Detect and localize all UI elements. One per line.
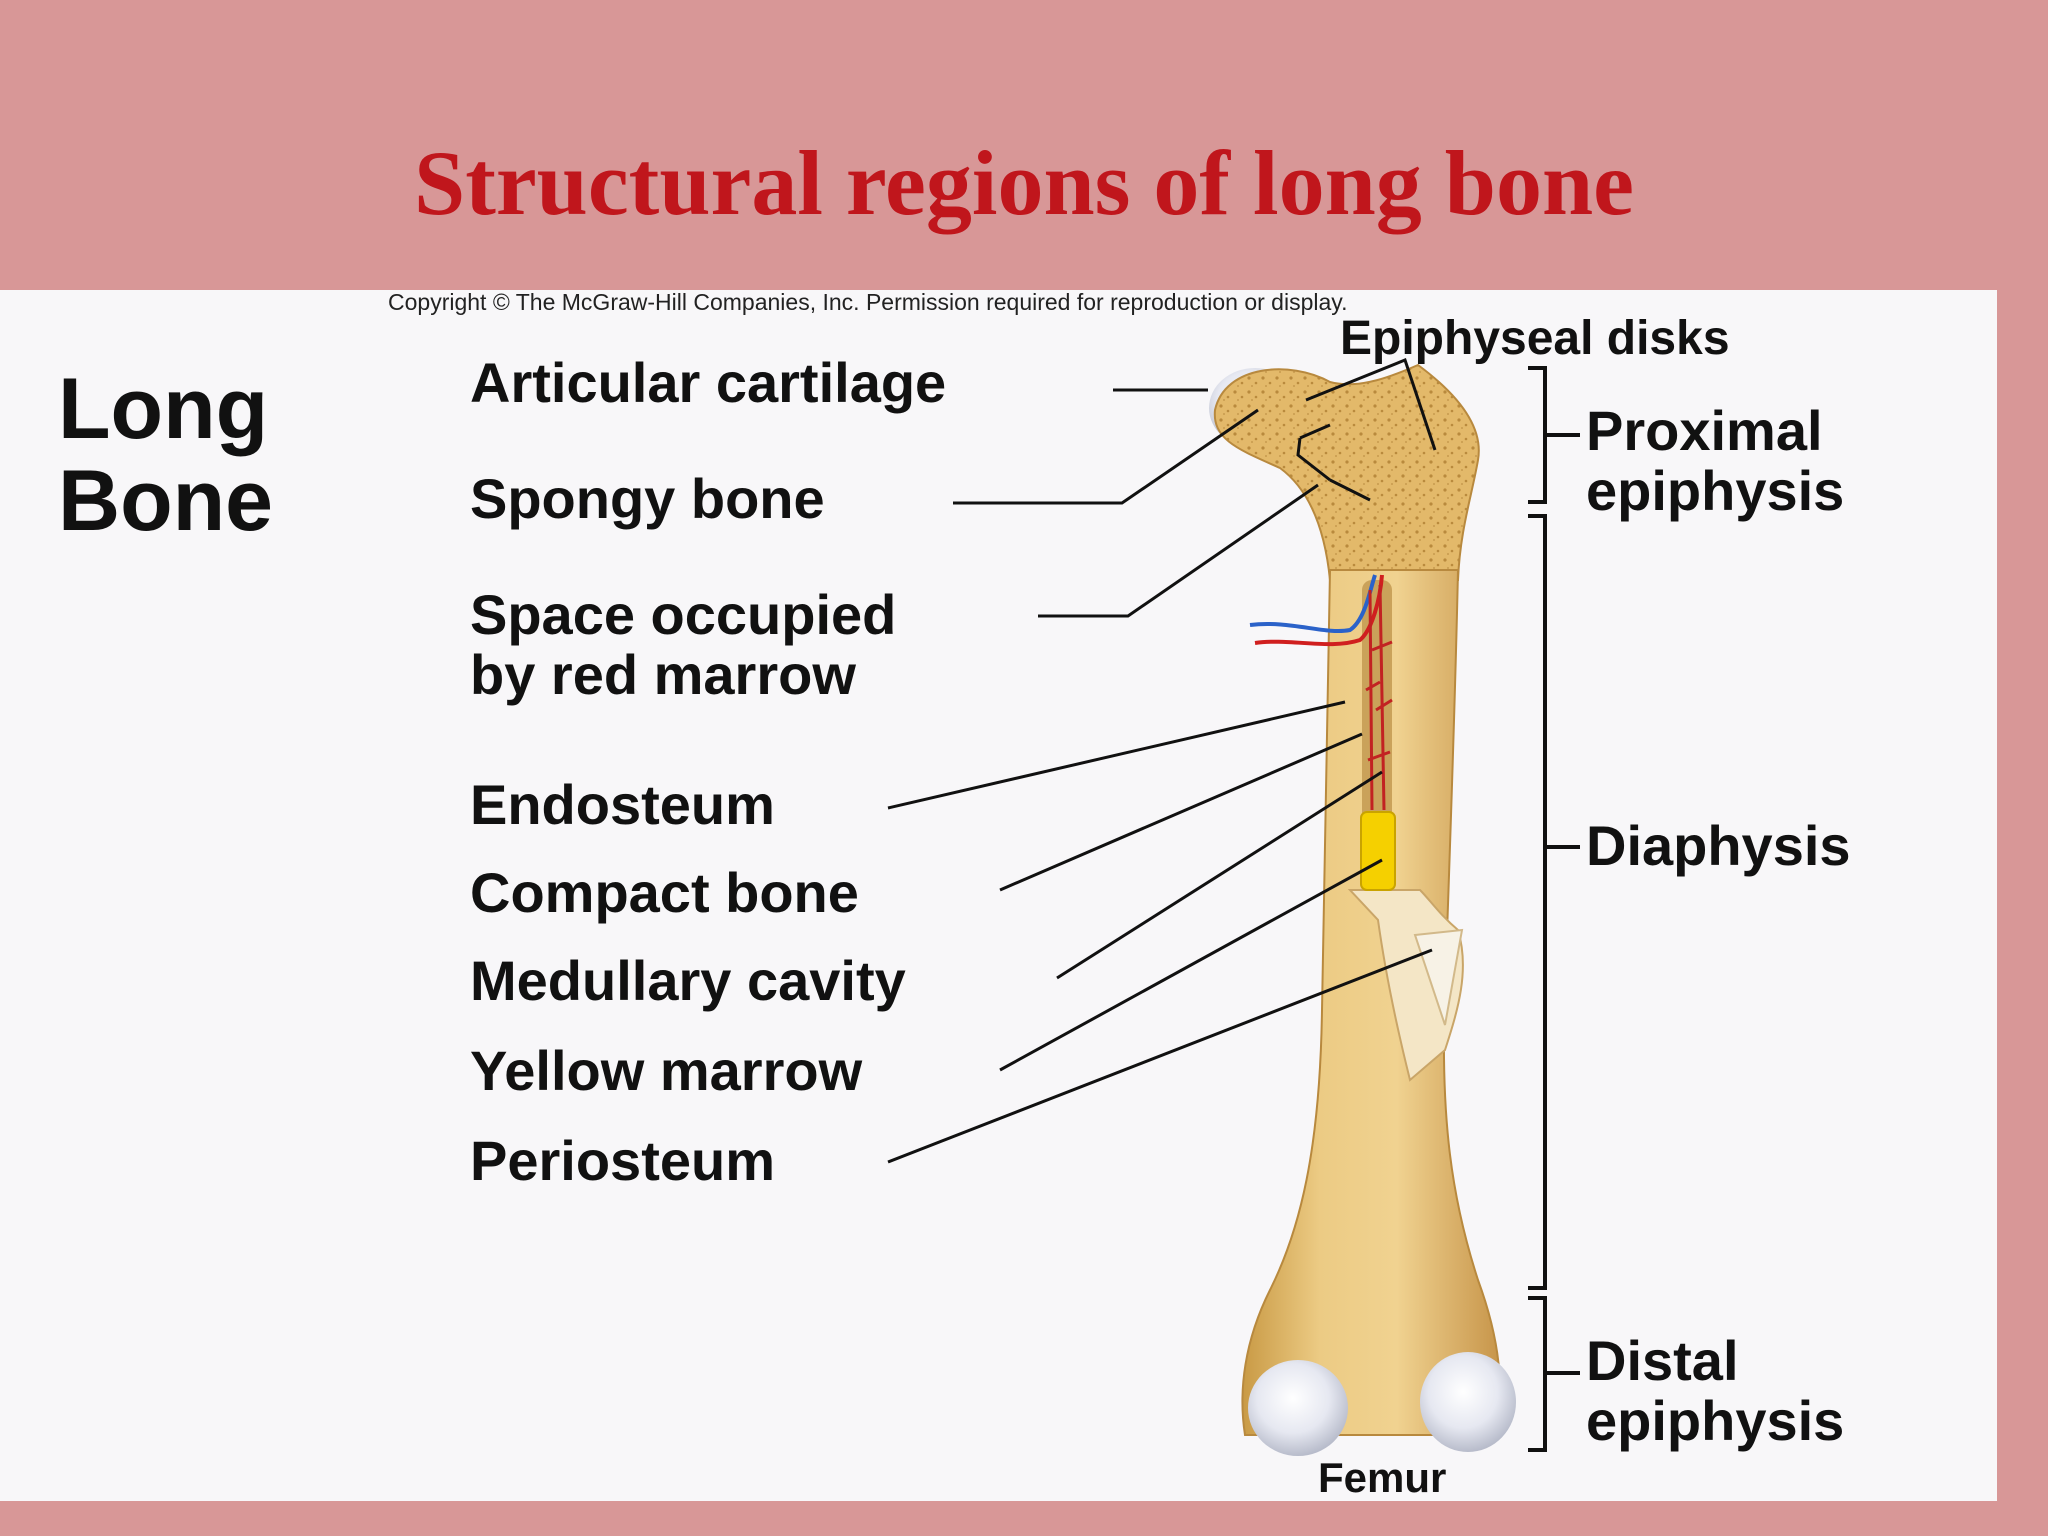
label-yellow-marrow: Yellow marrow — [470, 1039, 863, 1102]
leader-periosteum — [887, 948, 1433, 1164]
label-periosteum: Periosteum — [470, 1129, 775, 1192]
artery-shape — [1254, 574, 1384, 647]
bracket-diaphysis — [1528, 514, 1547, 1290]
region-distal-line1: Distal — [1586, 1329, 1739, 1392]
leader-epiphyseal-disks — [1305, 358, 1437, 451]
label-red-marrow-line2: by red marrow — [470, 643, 856, 706]
long-bone-diagram: Copyright © The McGraw-Hill Companies, I… — [58, 290, 1851, 1501]
region-diaphysis: Diaphysis — [1586, 814, 1851, 877]
leader-red-marrow — [1038, 483, 1319, 618]
femur-illustration — [1209, 363, 1516, 1456]
region-brackets — [1528, 366, 1580, 1452]
figure-heading-long: Long — [58, 361, 268, 457]
leader-compact-bone — [999, 732, 1363, 892]
leader-yellow-marrow — [999, 858, 1383, 1072]
proximal-epiphysis-shape — [1213, 363, 1480, 581]
distal-condyle-right — [1420, 1352, 1516, 1452]
leader-endosteum — [887, 700, 1346, 810]
diagram-panel: Copyright © The McGraw-Hill Companies, I… — [0, 290, 1997, 1501]
bracket-distal — [1528, 1296, 1547, 1452]
figure-heading-bone: Bone — [58, 453, 273, 549]
leader-lines — [887, 358, 1437, 1164]
label-spongy-bone: Spongy bone — [470, 467, 825, 530]
leader-spongy-bone — [953, 408, 1259, 505]
periosteum-flap — [1413, 928, 1464, 1026]
femur-caption: Femur — [1318, 1454, 1446, 1501]
epiphyseal-disk-bracket — [1296, 423, 1371, 502]
label-compact-bone: Compact bone — [470, 861, 859, 924]
slide-title: Structural regions of long bone — [414, 132, 1634, 234]
leader-medullary-cavity — [1056, 770, 1383, 980]
region-distal-line2: epiphysis — [1586, 1389, 1844, 1452]
label-epiphyseal-disks: Epiphyseal disks — [1340, 312, 1730, 365]
label-medullary-cavity: Medullary cavity — [470, 949, 906, 1012]
yellow-marrow-shape — [1360, 811, 1396, 891]
distal-condyle-left — [1248, 1360, 1348, 1456]
bracket-proximal — [1528, 366, 1547, 504]
region-labels: Proximal epiphysis Diaphysis Distal epip… — [1586, 399, 1851, 1452]
copyright-text: Copyright © The McGraw-Hill Companies, I… — [388, 290, 1347, 315]
label-articular-cartilage: Articular cartilage — [470, 351, 946, 414]
label-red-marrow-line1: Space occupied — [470, 583, 896, 646]
structure-labels: Articular cartilage Spongy bone Space oc… — [470, 312, 1730, 1192]
region-proximal-line1: Proximal — [1586, 399, 1823, 462]
label-endosteum: Endosteum — [470, 773, 775, 836]
marrow-vessels — [1365, 584, 1393, 811]
region-proximal-line2: epiphysis — [1586, 459, 1844, 522]
